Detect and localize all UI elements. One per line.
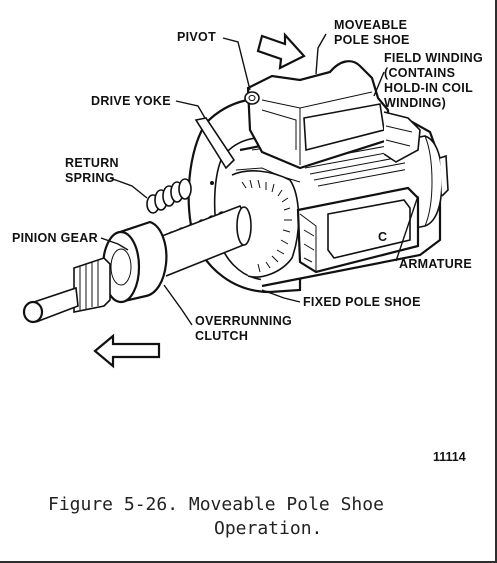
label-field-winding-line4: WINDING)	[384, 96, 446, 110]
label-armature: ARMATURE	[399, 257, 472, 271]
label-field-winding-line3: HOLD-IN COIL	[384, 81, 473, 95]
label-field-winding-line1: FIELD WINDING	[384, 51, 483, 65]
label-moveable-pole-shoe-line2: POLE SHOE	[334, 33, 410, 47]
arrow-left-icon	[93, 333, 161, 369]
field-winding	[383, 111, 421, 163]
label-fixed-pole-shoe: FIXED POLE SHOE	[303, 295, 421, 309]
label-return-spring-line2: SPRING	[65, 171, 115, 185]
return-spring	[146, 178, 192, 214]
label-pivot: PIVOT	[177, 30, 216, 44]
figure-number: 11114	[433, 450, 466, 464]
pinion-gear	[22, 220, 168, 324]
arrow-right-icon	[256, 32, 306, 70]
label-overrunning-clutch-line1: OVERRUNNING	[195, 314, 292, 328]
caption-line2: Operation.	[214, 518, 322, 539]
leader-lines	[100, 33, 419, 326]
caption-line1: Figure 5-26. Moveable Pole Shoe	[48, 494, 384, 515]
moveable-pole-shoe	[244, 60, 390, 170]
label-drive-yoke: DRIVE YOKE	[91, 94, 171, 108]
overrunning-clutch	[161, 204, 252, 277]
label-pinion-gear: PINION GEAR	[12, 231, 98, 245]
label-return-spring-line1: RETURN	[65, 156, 119, 170]
drive-yoke	[194, 117, 236, 185]
label-pole-letter: C	[378, 230, 387, 244]
label-overrunning-clutch-line2: CLUTCH	[195, 329, 248, 343]
fixed-pole-shoe	[296, 186, 420, 274]
label-field-winding-line2: (CONTAINS	[384, 66, 455, 80]
label-moveable-pole-shoe-line1: MOVEABLE	[334, 18, 407, 32]
